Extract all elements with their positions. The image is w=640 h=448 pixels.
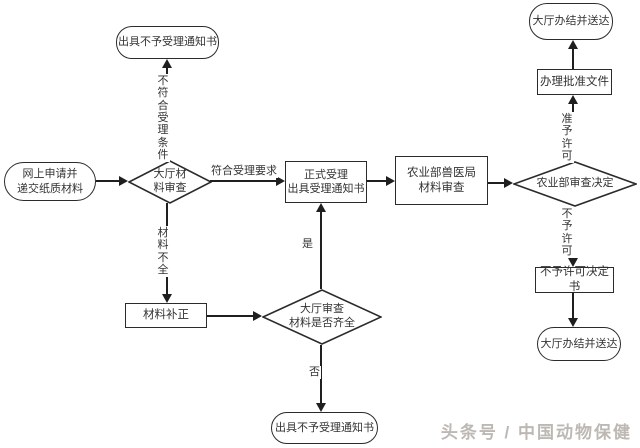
node-reject-notice-top: 出具不予受理通知书: [116, 26, 219, 59]
node-moa-vet-bureau-review: 农业部兽医局 材料审查: [395, 156, 488, 205]
node-hall-material-review: 大厅材 料审查: [128, 160, 212, 204]
node-process-approval-doc: 办理批准文件: [537, 69, 612, 95]
edge-check-to-reject-bottom-arrowhead-icon: [316, 403, 326, 412]
node-hall-complete-deliver-top: 大厅办结并送达: [529, 3, 613, 40]
diamond-shape: [128, 160, 212, 204]
edge-moa-review-to-decision-line: [488, 182, 505, 184]
edge-label-materials-incomplete: 材料不全: [156, 226, 170, 278]
diamond-shape: [513, 161, 637, 207]
edge-formal-to-moa-review-arrowhead-icon: [386, 176, 395, 186]
node-reject-notice-bottom: 出具不予受理通知书: [271, 412, 378, 444]
node-hall-complete-deliver-bottom: 大厅办结并送达: [537, 327, 621, 361]
edge-label-meet-acceptance: 符合受理要求: [210, 165, 278, 178]
edge-denial-to-complete-bottom-line: [572, 293, 574, 318]
edge-supplement-to-check-line: [207, 315, 254, 317]
node-start: 网上申请并 递交纸质材料: [4, 162, 96, 201]
edge-approval-to-complete-top-arrowhead-icon: [568, 40, 578, 49]
edge-decision-to-denial-arrowhead-icon: [568, 258, 578, 267]
edge-decision-to-approval-arrowhead-icon: [568, 95, 578, 104]
edge-label-no: 否: [308, 366, 321, 379]
edge-label-not-meet-acceptance: 不符合受理条件: [156, 74, 170, 163]
edge-label-denied: 不予许可: [560, 207, 574, 259]
edge-moa-review-to-decision-arrowhead-icon: [504, 178, 513, 188]
edge-start-to-hall-review-arrowhead-icon: [119, 176, 128, 186]
edge-hall-review-to-formal-line: [210, 180, 277, 182]
edge-denial-to-complete-bottom-arrowhead-icon: [568, 318, 578, 327]
edge-check-to-formal-line: [320, 211, 322, 289]
node-material-supplement: 材料补正: [125, 303, 207, 328]
node-hall-check-materials: 大厅审查 材料是否齐全: [262, 289, 382, 345]
node-moa-review-decision: 农业部审查决定: [513, 161, 637, 207]
node-hall-material-review-label: 大厅材 料审查: [153, 168, 187, 194]
edge-approval-to-complete-top-line: [572, 48, 574, 69]
diamond-shape: [262, 289, 382, 345]
edge-check-to-reject-bottom-line: [320, 345, 322, 403]
edge-formal-to-moa-review-line: [367, 180, 387, 182]
edge-label-yes: 是: [301, 238, 314, 251]
edge-hall-review-to-reject-top-arrowhead-icon: [162, 59, 172, 68]
node-moa-review-decision-label: 农业部审查决定: [536, 177, 614, 190]
edge-label-granted: 准予许可: [560, 112, 574, 164]
node-hall-check-materials-label: 大厅审查 材料是否齐全: [289, 303, 355, 329]
node-denial-decision-doc: 不予许可决定书: [535, 266, 614, 293]
edge-check-to-formal-arrowhead-icon: [316, 203, 326, 212]
edge-supplement-to-check-arrowhead-icon: [253, 311, 262, 321]
edge-hall-review-to-formal-arrowhead-icon: [276, 176, 285, 186]
node-formal-acceptance: 正式受理 出具受理通知书: [285, 161, 367, 203]
edge-start-to-hall-review-line: [96, 180, 120, 182]
edge-hall-review-to-supplement-arrowhead-icon: [162, 294, 172, 303]
watermark-text: 头条号 / 中国动物保健: [440, 423, 632, 442]
